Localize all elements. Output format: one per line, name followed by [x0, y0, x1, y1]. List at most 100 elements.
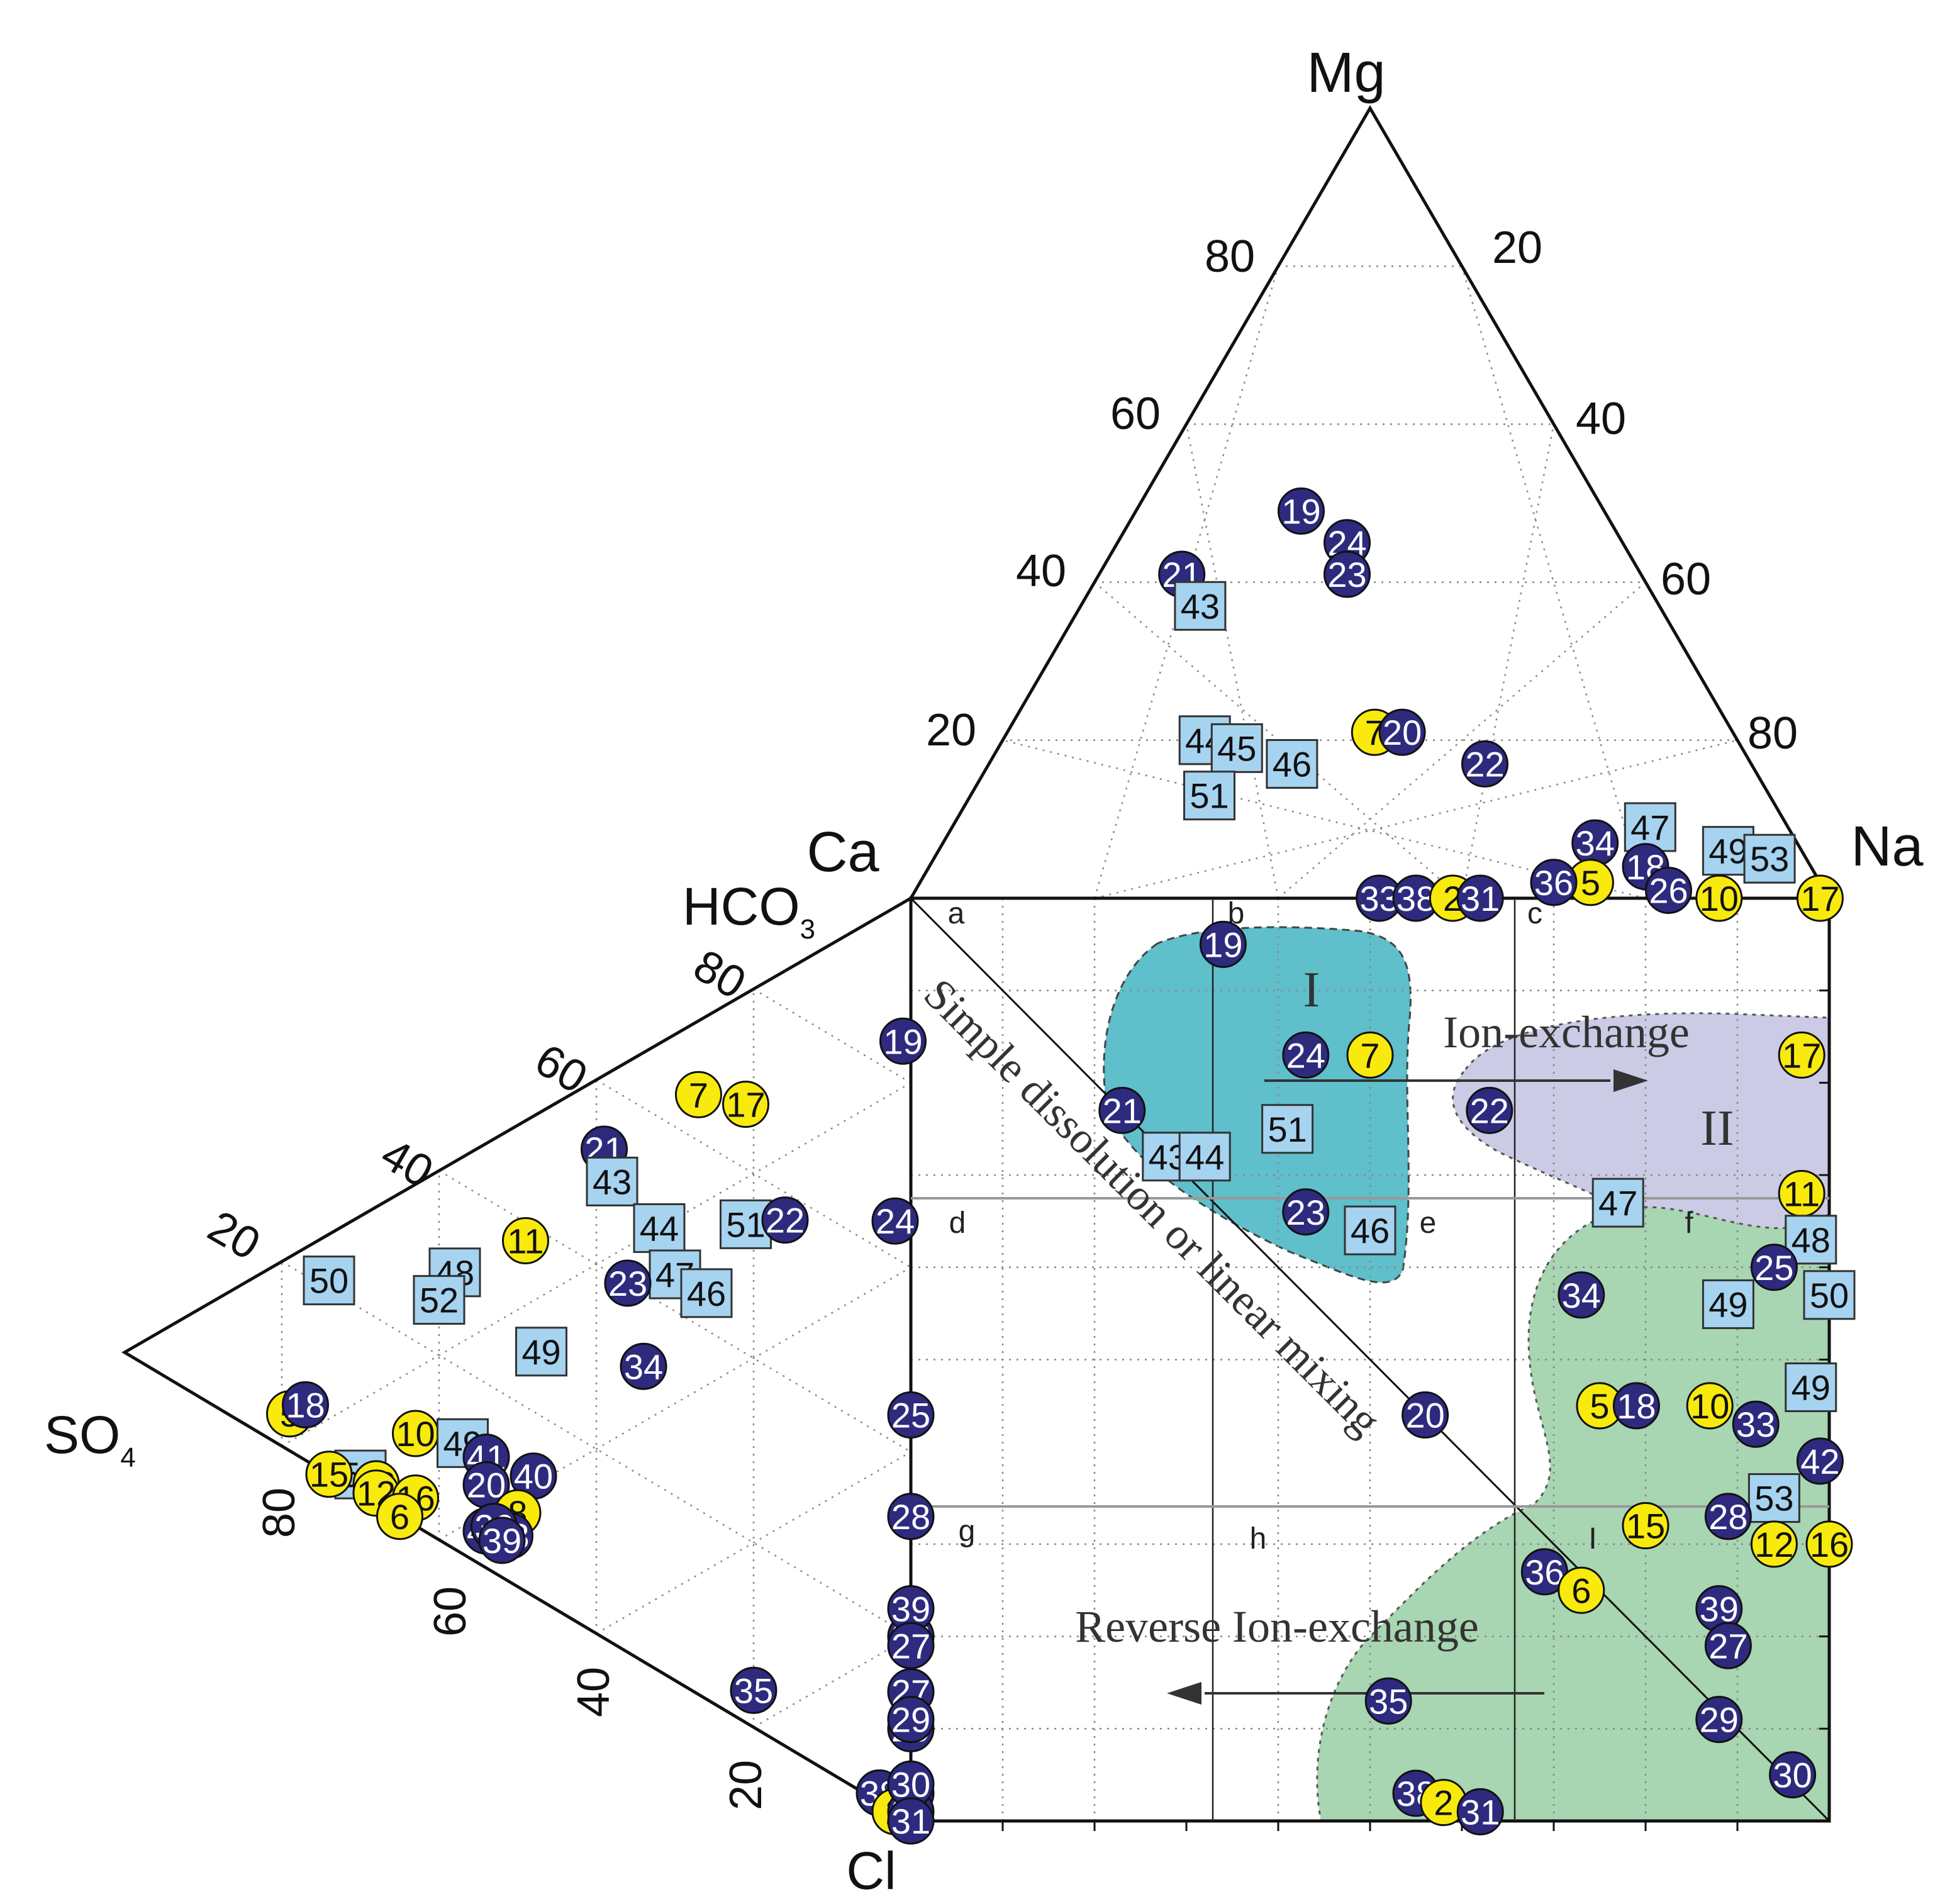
- sample-42-diamond: 42: [1796, 1437, 1844, 1485]
- sample-46-anion: 46: [680, 1268, 733, 1318]
- na-apex-label: Na: [1851, 815, 1924, 878]
- navy-circle-marker: [1461, 740, 1508, 788]
- sample-id-label: 39: [482, 1521, 521, 1561]
- sample-22-cation: 22: [1461, 740, 1508, 788]
- sample-39-diamond: 39: [887, 1585, 935, 1633]
- anion-grid-line: [281, 1261, 911, 1637]
- sample-id-label: 10: [1690, 1386, 1729, 1426]
- sample-id-label: 17: [1800, 879, 1839, 918]
- sample-31-diamond: 31: [887, 1797, 935, 1845]
- navy-circle-marker: [620, 1342, 667, 1390]
- hco3-apex-label: HCO3: [683, 877, 815, 945]
- sample-36-cation: 36: [1530, 859, 1578, 906]
- region-II-label: II: [1700, 1101, 1734, 1156]
- sample-id-label: 49: [521, 1332, 560, 1372]
- sample-id-label: 20: [1383, 713, 1422, 752]
- sample-11-anion: 11: [502, 1216, 549, 1264]
- sample-id-label: 34: [624, 1347, 663, 1386]
- yellow-circle-marker: [1778, 1031, 1825, 1079]
- sample-34-cation: 34: [1571, 819, 1619, 867]
- sample-id-label: 45: [1217, 728, 1256, 768]
- sample-25-diamond: 25: [1750, 1244, 1798, 1291]
- square-marker: [1785, 1362, 1837, 1413]
- yellow-circle-marker: [1346, 1031, 1394, 1079]
- sample-id-label: 17: [726, 1085, 765, 1125]
- sample-id-label: 36: [1534, 863, 1573, 903]
- sample-30-diamond: 30: [1769, 1751, 1817, 1799]
- anion-lower-tick-label: 20: [721, 1760, 771, 1810]
- yellow-circle-marker: [305, 1450, 353, 1498]
- so4-subscript: 4: [120, 1442, 135, 1473]
- navy-circle-marker: [871, 1197, 919, 1245]
- sample-24-anion: 24: [871, 1197, 919, 1245]
- sample-23-diamond: 23: [1282, 1188, 1330, 1236]
- square-marker: [413, 1275, 465, 1325]
- navy-circle-marker: [1796, 1437, 1844, 1485]
- cation-grid-line: [1094, 739, 1738, 899]
- navy-circle-marker: [478, 1517, 526, 1564]
- cation-left-tick-label: 20: [926, 705, 976, 755]
- square-marker: [1183, 771, 1235, 821]
- sample-50-diamond: 50: [1803, 1270, 1856, 1320]
- sample-id-label: 11: [1783, 1174, 1820, 1213]
- sample-26-cation: 26: [1645, 866, 1692, 914]
- sample-id-label: 31: [1461, 1792, 1500, 1832]
- sample-id-label: 29: [891, 1700, 930, 1740]
- square-marker: [680, 1268, 733, 1318]
- anion-grid-line: [438, 1170, 911, 1453]
- square-marker: [515, 1327, 567, 1377]
- sample-39-diamond: 39: [1695, 1585, 1743, 1633]
- square-marker: [1174, 581, 1227, 631]
- sample-id-label: 23: [608, 1264, 647, 1303]
- sample-id-label: 42: [1800, 1442, 1839, 1481]
- sample-47-diamond: 47: [1591, 1177, 1644, 1228]
- sample-51-anion: 51: [720, 1199, 772, 1249]
- sample-47-cation: 47: [1624, 802, 1676, 852]
- sample-id-label: 25: [891, 1396, 930, 1435]
- sample-id-label: 5: [1581, 863, 1600, 903]
- anion-lower-tick-label: 60: [425, 1586, 476, 1637]
- sample-id-label: 26: [1649, 871, 1688, 910]
- sample-id-label: 28: [1708, 1497, 1747, 1537]
- sample-25-anion: 25: [887, 1391, 935, 1439]
- sample-id-label: 12: [1754, 1525, 1793, 1564]
- sample-17-anion: 17: [722, 1081, 769, 1128]
- anion-grid-line: [753, 1635, 911, 1729]
- navy-circle-marker: [1695, 1696, 1743, 1744]
- square-marker: [1210, 723, 1263, 773]
- sample-id-label: 5: [1590, 1386, 1609, 1426]
- sample-10-anion: 10: [392, 1410, 439, 1457]
- sample-18-diamond: 18: [1612, 1382, 1660, 1430]
- cation-right-tick-label: 60: [1661, 554, 1711, 604]
- navy-circle-marker: [1098, 1086, 1146, 1134]
- sample-10-cation: 10: [1695, 874, 1743, 922]
- sample-44-anion: 44: [633, 1203, 686, 1253]
- mixing-diagonal: [910, 897, 1831, 1822]
- sample-id-label: 22: [1470, 1091, 1509, 1130]
- zone-letter-c: c: [1527, 897, 1542, 930]
- sample-7-anion: 7: [675, 1071, 722, 1118]
- sample-49-diamond: 49: [1785, 1362, 1837, 1413]
- sample-id-label: 30: [1773, 1756, 1812, 1795]
- sample-id-label: 27: [891, 1626, 930, 1666]
- square-marker: [1591, 1177, 1644, 1228]
- square-marker: [1266, 738, 1318, 789]
- sample-6-diamond: 6: [1558, 1566, 1605, 1614]
- anion-lower-tick-label: 80: [254, 1488, 304, 1538]
- sample-id-label: 24: [876, 1201, 915, 1241]
- navy-circle-marker: [1278, 487, 1325, 535]
- navy-circle-marker: [1750, 1244, 1798, 1291]
- navy-circle-marker: [879, 1017, 927, 1065]
- sample-id-label: 50: [1810, 1276, 1849, 1315]
- navy-circle-marker: [282, 1381, 329, 1428]
- navy-circle-marker: [1466, 1086, 1513, 1134]
- sample-53-diamond: 53: [1747, 1473, 1800, 1523]
- navy-circle-marker: [1645, 866, 1692, 914]
- square-marker: [1178, 1132, 1231, 1182]
- mg-apex-label: Mg: [1307, 42, 1385, 104]
- anion-grid-line: [596, 1079, 911, 1268]
- sample-18-anion: 18: [282, 1381, 329, 1428]
- sample-id-label: 2: [1434, 1783, 1453, 1823]
- zone-letter-a: a: [948, 897, 965, 930]
